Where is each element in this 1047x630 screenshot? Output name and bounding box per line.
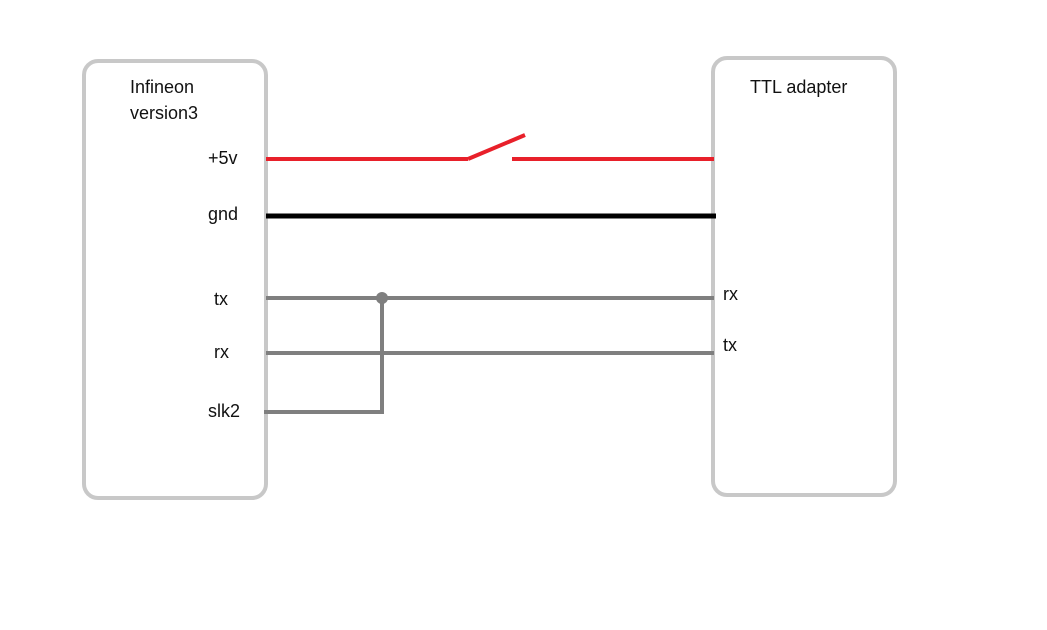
ttl-adapter-title: TTL adapter: [750, 77, 847, 97]
infineon-controller-box: [82, 59, 268, 500]
slk2-tx-junction-dot: [376, 292, 388, 304]
infineon-title-line2: version3: [130, 103, 198, 123]
ttl-pin-tx-label: tx: [723, 335, 737, 355]
slk2-jumper-wire: [264, 298, 384, 414]
infineon-pin-gnd-label: gnd: [208, 204, 238, 224]
infineon-pin-slk2-label: slk2: [208, 401, 240, 421]
infineon-pin-5v-label: +5v: [208, 148, 238, 168]
power-wire: [266, 133, 714, 161]
infineon-pin-rx-label: rx: [214, 342, 229, 362]
infineon-pin-tx-label: tx: [214, 289, 228, 309]
ttl-adapter-box: [711, 56, 897, 497]
power-switch-lever: [467, 133, 526, 161]
infineon-title-line1: Infineon: [130, 77, 194, 97]
ttl-pin-rx-label: rx: [723, 284, 738, 304]
